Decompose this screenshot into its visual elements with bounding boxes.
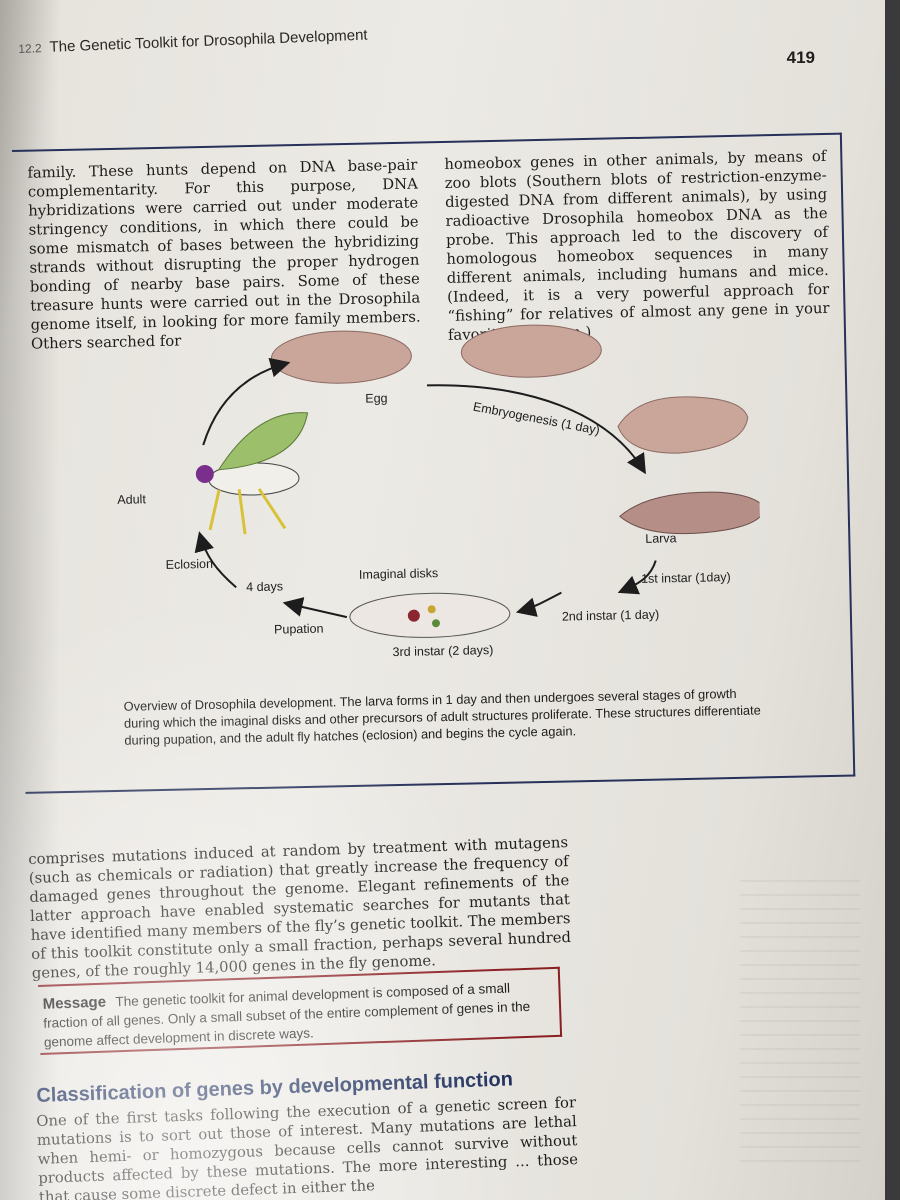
label-third-instar: 3rd instar (2 days): [392, 643, 493, 659]
label-larva: Larva: [645, 531, 677, 546]
running-head: 12.2 The Genetic Toolkit for Drosophila …: [18, 27, 368, 57]
section-paragraph: One of the first tasks following the exe…: [36, 1094, 579, 1200]
drosophila-lifecycle-diagram: Egg Embryogenesis (1 day) Larva 1st inst…: [117, 324, 764, 659]
fly-wing: [217, 412, 309, 471]
body-paragraph: comprises mutations induced at random by…: [28, 834, 572, 982]
box-left-column: family. These hunts depend on DNA base-p…: [27, 156, 421, 353]
arrow-to-third-instar: [515, 591, 562, 617]
label-embryogenesis: Embryogenesis (1 day): [472, 400, 601, 438]
larva-shape: [619, 491, 764, 535]
label-four-days: 4 days: [246, 579, 283, 594]
bleed-through-text: [740, 880, 860, 1170]
arrow-egg-to-embryogenesis: [426, 384, 646, 475]
label-pupation: Pupation: [274, 622, 324, 637]
figure-box: family. These hunts depend on DNA base-p…: [12, 132, 856, 794]
chapter-title: The Genetic Toolkit for Drosophila Devel…: [49, 26, 368, 56]
label-imaginal-disks: Imaginal disks: [359, 566, 438, 582]
embryo-late: [617, 396, 749, 454]
message-label: Message: [42, 993, 107, 1013]
figure-caption: Overview of Drosophila development. The …: [123, 685, 761, 748]
page-number: 419: [786, 48, 815, 67]
egg-shape: [270, 330, 412, 384]
label-first-instar: 1st instar (1day): [641, 570, 731, 586]
section-number: 12.2: [18, 41, 42, 56]
pupa-shape: [349, 592, 511, 638]
label-adult: Adult: [117, 492, 146, 507]
label-eclosion: Eclosion: [166, 557, 214, 572]
message-text: The genetic toolkit for animal developme…: [43, 980, 531, 1050]
arrow-pupation: [282, 597, 348, 619]
embryo-early: [460, 324, 602, 378]
label-egg: Egg: [365, 391, 388, 405]
label-second-instar: 2nd instar (1 day): [562, 608, 660, 624]
box-right-column: homeobox genes in other animals, by mean…: [444, 147, 830, 344]
